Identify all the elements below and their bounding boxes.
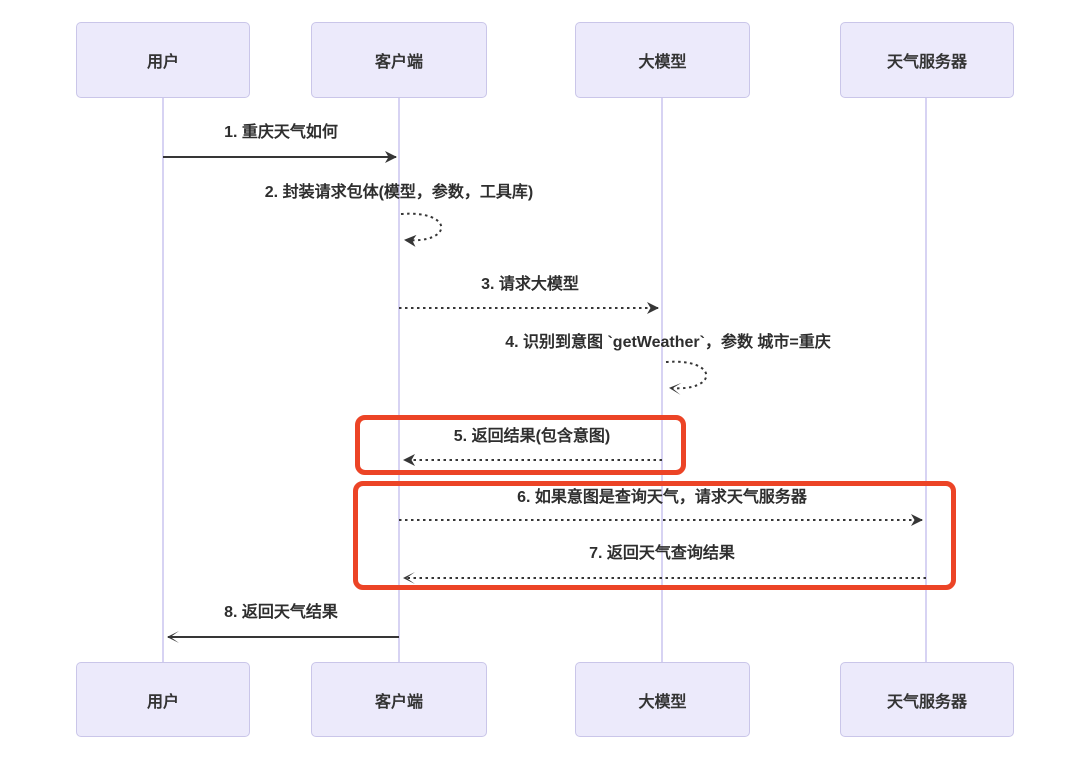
actor-weather-label: 天气服务器 (886, 54, 967, 71)
actor-client-bottom: 客户端 (311, 662, 487, 737)
message-1-label: 1. 重庆天气如何 (224, 124, 338, 141)
actor-user-bottom: 用户 (76, 662, 250, 737)
message-5-label: 5. 返回结果(包含意图) (453, 428, 611, 445)
message-7-label: 7. 返回天气查询结果 (589, 545, 735, 562)
message-6-label: 6. 如果意图是查询天气，请求天气服务器 (517, 489, 807, 506)
actor-weather-top: 天气服务器 (840, 22, 1014, 98)
actor-model-top: 大模型 (575, 22, 750, 98)
actor-user-top: 用户 (76, 22, 250, 98)
message-2-label: 2. 封装请求包体(模型，参数，工具库) (264, 184, 534, 201)
actor-model-bottom: 大模型 (575, 662, 750, 737)
actor-model-label: 大模型 (638, 693, 687, 711)
actor-user-label: 用户 (146, 54, 179, 71)
arrow-message-4-selfloop (665, 360, 708, 395)
actor-client-label: 客户端 (374, 54, 423, 71)
actor-weather-bottom: 天气服务器 (840, 662, 1014, 737)
message-4-label: 4. 识别到意图 `getWeather`，参数 城市=重庆 (505, 334, 831, 351)
message-3-label: 3. 请求大模型 (481, 276, 579, 293)
highlight-box-messages-6-7 (353, 481, 956, 590)
actor-weather-label: 天气服务器 (886, 693, 967, 711)
highlight-box-message-5 (355, 415, 686, 475)
actor-model-label: 大模型 (638, 54, 687, 71)
actor-user-label: 用户 (146, 693, 179, 711)
actor-client-top: 客户端 (311, 22, 487, 98)
arrow-message-2-selfloop (400, 212, 443, 247)
actor-client-label: 客户端 (374, 693, 423, 711)
message-8-label: 8. 返回天气结果 (224, 604, 338, 621)
